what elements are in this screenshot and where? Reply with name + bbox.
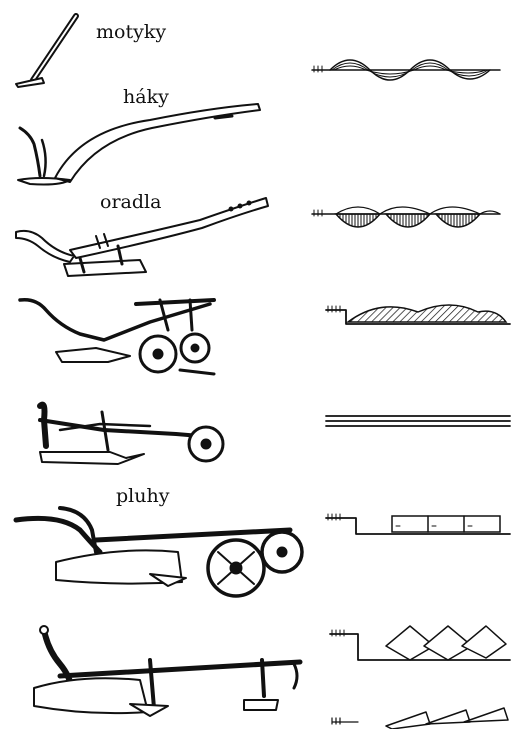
soil-profile-turned-slices [330,626,510,729]
ard-drawing [16,198,268,276]
wheeled-plough-2-drawing [16,508,302,596]
soil-profile-hatched-ridge [326,305,510,324]
soil-profile-parallel-layers [326,416,510,426]
soil-profile-scalloped-furrows [312,207,500,227]
hoe-drawing [16,16,76,87]
plough-drawing [34,626,300,716]
soil-profile-cut-slices [326,514,510,534]
wheeled-ard-drawing [20,300,214,374]
hook-ard-drawing [18,104,260,185]
soil-profile-wavy-ridges [312,60,500,80]
wheeled-plough-1-drawing [40,405,223,464]
